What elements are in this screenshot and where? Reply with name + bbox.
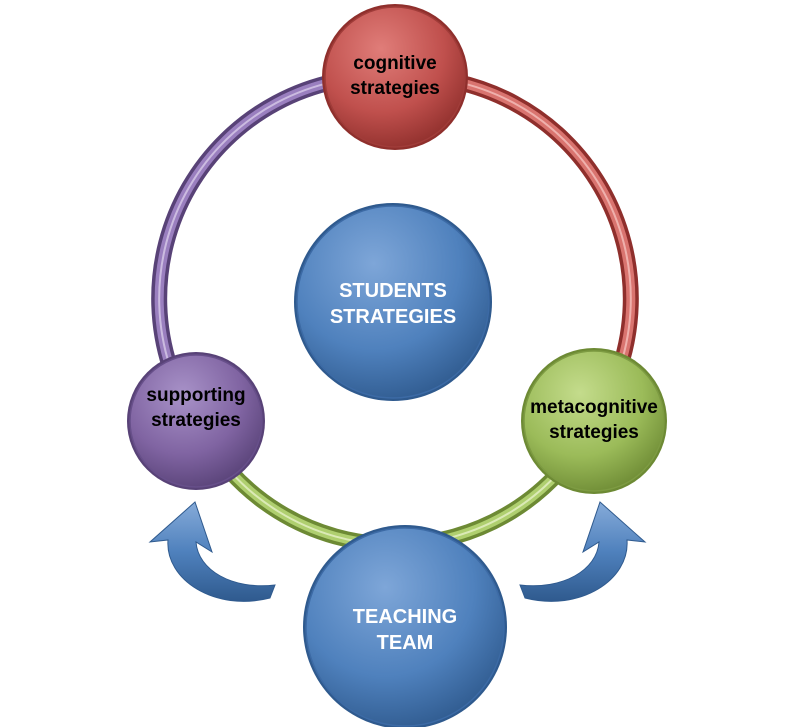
node-supporting [127, 352, 265, 490]
right-curved-arrow [519, 501, 647, 602]
node-metacognitive [521, 348, 667, 494]
left-curved-arrow [148, 501, 276, 602]
ring-arc-red-shine [394, 75, 632, 422]
ring-arc-purple-shine [158, 75, 396, 422]
node-cognitive [322, 4, 468, 150]
node-students [294, 203, 492, 401]
node-teaching [303, 525, 507, 727]
